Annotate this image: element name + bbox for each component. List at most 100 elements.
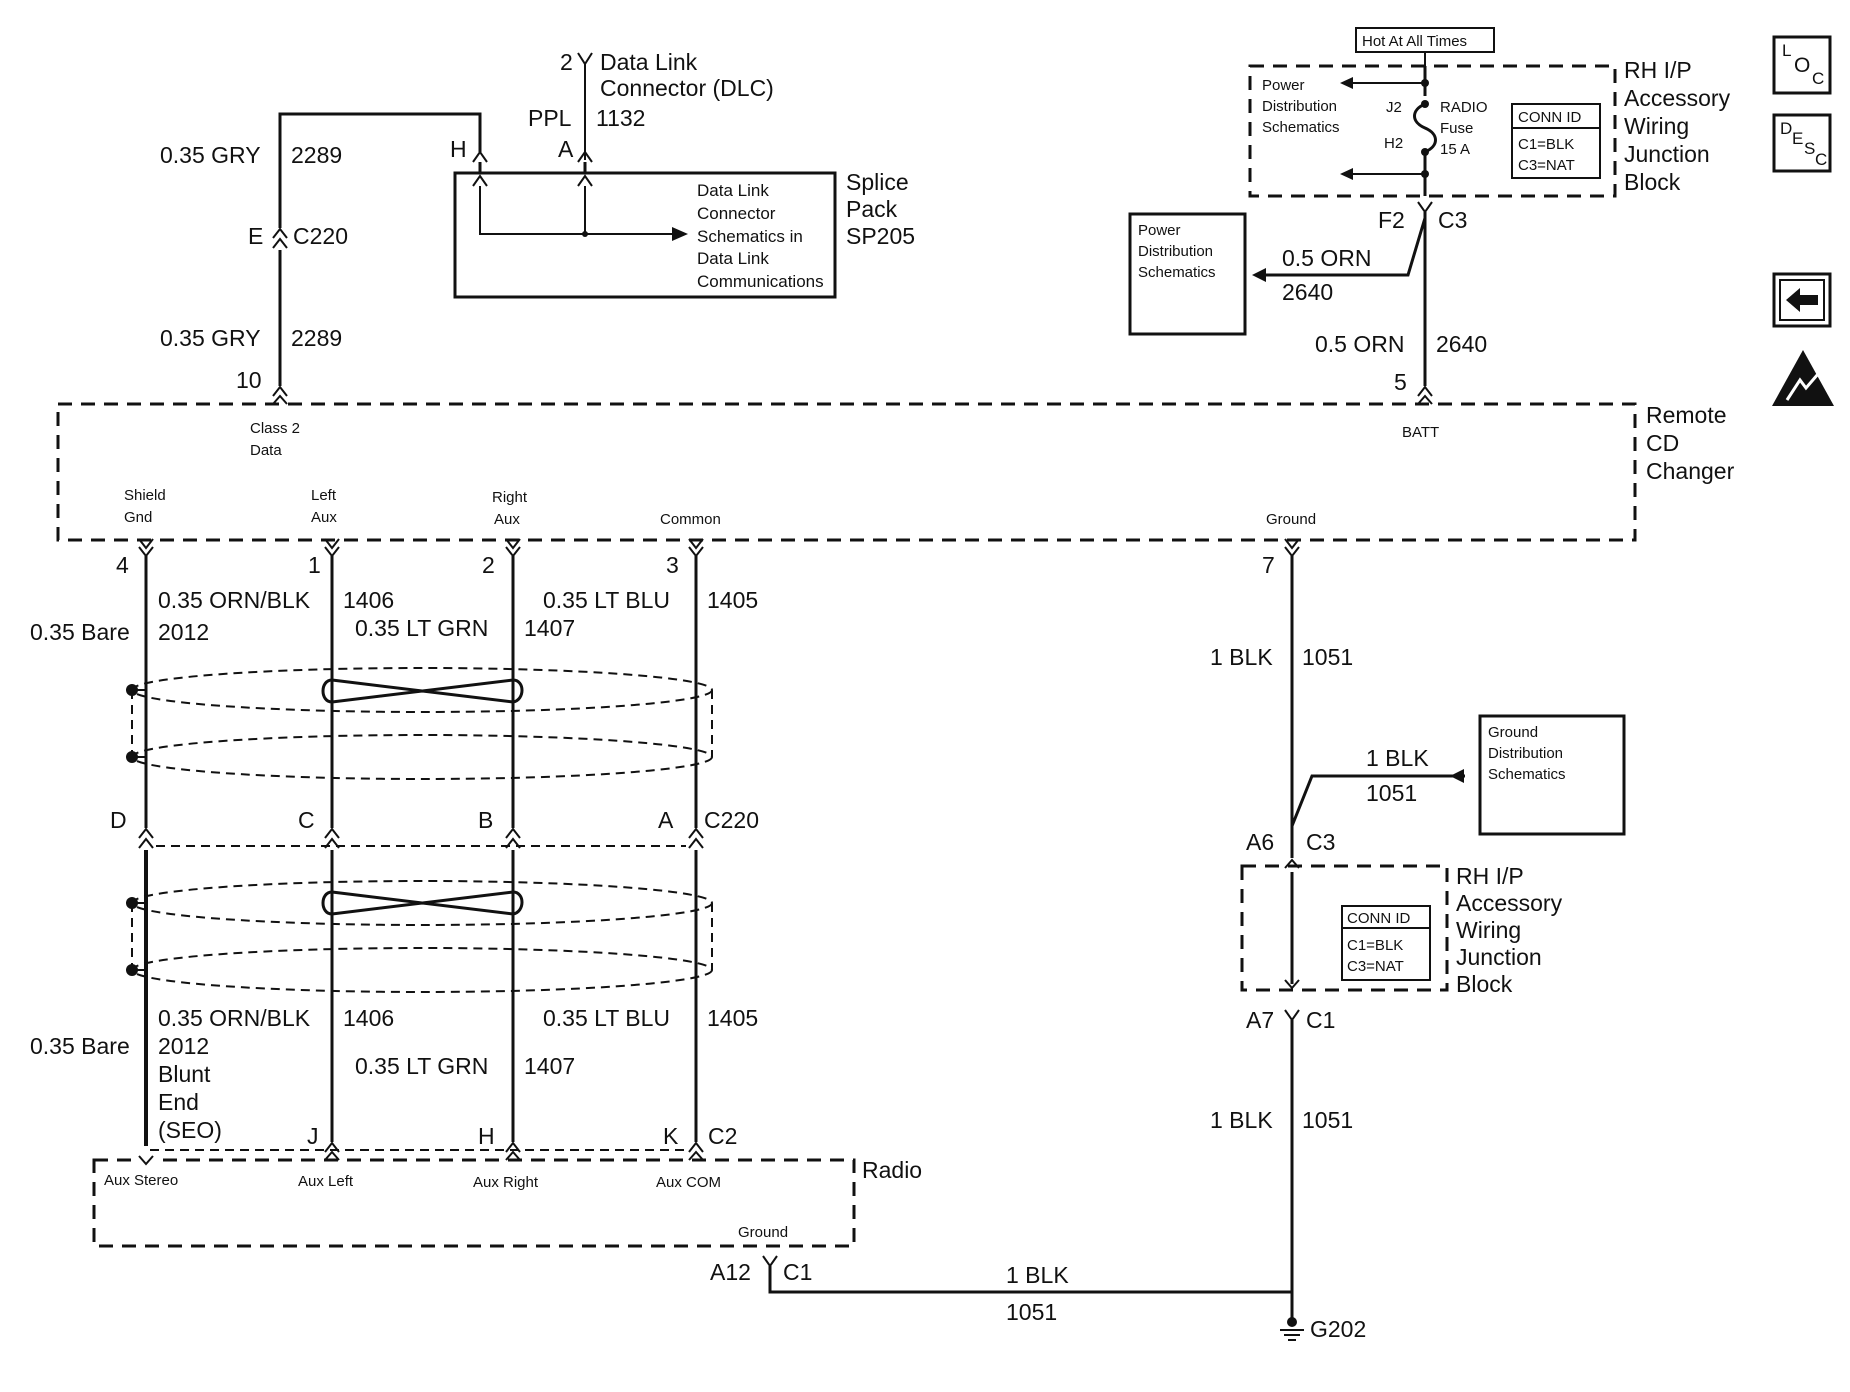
pin-label: Aux COM (656, 1174, 721, 1191)
component-name: Block (1456, 971, 1513, 997)
connector-id: C220 (293, 223, 348, 249)
desc-button[interactable]: D E S C (1772, 113, 1832, 173)
loc-letter: L (1782, 41, 1791, 60)
conn-id-line: C1=BLK (1347, 937, 1403, 954)
dlc-pin: 2 (560, 49, 573, 75)
wire-circuit-label: 2289 (291, 325, 342, 351)
hot-at-all-times-label: Hot At All Times (1362, 33, 1467, 50)
wire-circuit-label: 1051 (1006, 1299, 1057, 1325)
connector-pin: 5 (1394, 369, 1407, 395)
pin-label: Aux (311, 509, 337, 526)
splice-ref-line: Data Link (697, 181, 769, 200)
loc-button[interactable]: L O C (1772, 35, 1832, 95)
conn-id-title: CONN ID (1347, 910, 1411, 927)
wire-color-label: 1 BLK (1210, 644, 1273, 670)
connector-pin: 10 (236, 367, 262, 393)
connector-pin: F2 (1378, 207, 1405, 233)
desc-letter: S (1804, 139, 1815, 158)
wire-circuit-label: 1406 (343, 1005, 394, 1031)
connector-id: C1 (783, 1259, 812, 1285)
component-name: Accessory (1456, 890, 1563, 916)
wire-circuit-label: 2640 (1436, 331, 1487, 357)
connector-pin: A (658, 807, 674, 833)
pin-label: Aux (494, 511, 520, 528)
pin-label: Common (660, 511, 721, 528)
wire-circuit-label: 1051 (1302, 1107, 1353, 1133)
wire-circuit-label: 1406 (343, 587, 394, 613)
back-arrow-icon (1786, 288, 1818, 312)
batt-wire: 0.5 ORN 2640 5 (1315, 331, 1487, 405)
wire-color-label: 0.35 LT BLU (543, 587, 670, 613)
power-ref-line: Distribution (1138, 243, 1213, 260)
dlc-wire-color: PPL (528, 105, 572, 131)
ground-ref-line: Distribution (1488, 745, 1563, 762)
connector-pin: 3 (666, 552, 679, 578)
desc-letter: C (1815, 150, 1827, 169)
power-ref-line: Power (1262, 77, 1305, 94)
wire-circuit-label: 1051 (1302, 644, 1353, 670)
power-ref-line: Schematics (1138, 264, 1216, 281)
cd-changer: Remote CD Changer Class 2 Data BATT Shie… (56, 402, 1735, 542)
ground-point-label: G202 (1310, 1316, 1366, 1342)
wire-circuit-label: 2012 (158, 1033, 209, 1059)
connector-pin: 2 (482, 552, 495, 578)
blunt-end-label: End (158, 1089, 199, 1115)
wire-circuit-label: 1051 (1366, 780, 1417, 806)
junction-block-top: Hot At All Times Power Distribution Sche… (1248, 27, 1731, 388)
wire-color-label: 0.35 Bare (30, 619, 130, 645)
component-name: Wiring (1624, 113, 1689, 139)
splice-ref-line: Data Link (697, 249, 769, 268)
conn-id-line: C1=BLK (1518, 136, 1574, 153)
pin-label: Class 2 (250, 420, 300, 437)
wire-color-label: 0.35 Bare (30, 1033, 130, 1059)
wire-color-label: 1 BLK (1366, 745, 1429, 771)
connector-id: C2 (708, 1123, 737, 1149)
connector-id: C3 (1306, 829, 1335, 855)
back-button[interactable] (1772, 272, 1832, 328)
component-name: Remote (1646, 402, 1727, 428)
pin-label: Ground (738, 1224, 788, 1241)
loc-letter: O (1794, 54, 1810, 77)
connector-pin: E (248, 223, 263, 249)
aux-wires: 4 1 2 3 0.35 ORN/BLK 1406 0.35 Bare 2012… (30, 538, 1300, 1162)
connector-pin: A12 (710, 1259, 751, 1285)
ground-ref-line: Ground (1488, 724, 1538, 741)
radio: Radio Aux Stereo Aux Left Aux Right Aux … (92, 1154, 1294, 1325)
ground-wire: 7 1 BLK 1051 1 BLK 1051 Ground Distribut… (1210, 552, 1626, 1342)
wire-circuit-label: 1407 (524, 1053, 575, 1079)
pin-label: Aux Left (298, 1173, 354, 1190)
power-branch: Power Distribution Schematics 0.5 ORN 26… (1128, 212, 1427, 336)
connector-pin: B (478, 807, 493, 833)
blunt-end-label: (SEO) (158, 1117, 222, 1143)
wire-color-label: 1 BLK (1006, 1262, 1069, 1288)
blunt-end-label: Blunt (158, 1061, 211, 1087)
dlc-name-2: Connector (DLC) (600, 75, 774, 101)
conn-id-title: CONN ID (1518, 109, 1582, 126)
desc-letter: E (1792, 129, 1803, 148)
connector-pin: D (110, 807, 127, 833)
connector-pin: K (663, 1123, 679, 1149)
component-name: Changer (1646, 458, 1735, 484)
connector-pin: A7 (1246, 1007, 1274, 1033)
fuse-rating: 15 A (1440, 141, 1470, 158)
wire-color-label: 0.35 ORN/BLK (158, 1005, 311, 1031)
connector-pin: H (478, 1123, 495, 1149)
connector-pin: A6 (1246, 829, 1274, 855)
connector-pin: 1 (308, 552, 321, 578)
wire-color-label: 0.35 ORN/BLK (158, 587, 311, 613)
splice-ref-line: Schematics in (697, 227, 803, 246)
wire-color-label: 0.5 ORN (1282, 245, 1371, 271)
wire-circuit-label: 2289 (291, 142, 342, 168)
power-ref-line: Power (1138, 222, 1181, 239)
connector-id: C3 (1438, 207, 1467, 233)
conn-id-line: C3=NAT (1518, 157, 1575, 174)
ground-icon (1280, 1317, 1304, 1341)
class2-wire: 0.35 GRY 2289 E C220 0.35 GRY 2289 10 (160, 142, 348, 405)
pin-label: Right (492, 489, 528, 506)
desc-letter: D (1780, 119, 1792, 138)
pin-label: Ground (1266, 511, 1316, 528)
component-name: CD (1646, 430, 1679, 456)
fuse-terminal-j2: J2 (1386, 99, 1402, 116)
wire-circuit-label: 2640 (1282, 279, 1333, 305)
